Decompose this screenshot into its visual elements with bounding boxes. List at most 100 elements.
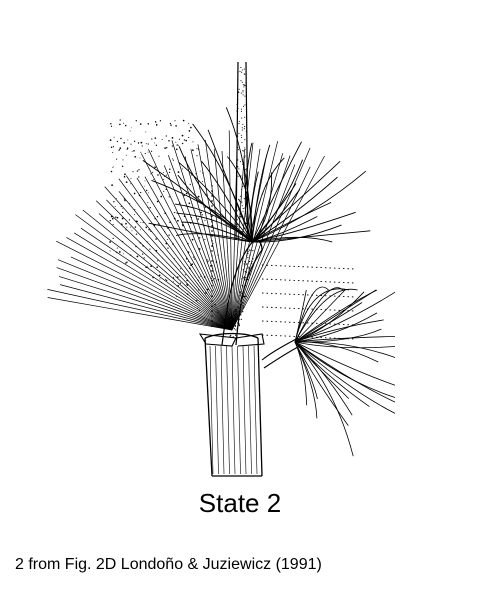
stipple-dot [176,144,178,146]
stipple-dot [173,281,174,283]
bristle-line [58,276,233,331]
stipple-dot [174,120,176,122]
branch-dot [233,328,235,330]
culm-dot [244,73,246,75]
stipple-dot [198,276,200,279]
branch-dot [242,305,244,307]
branch-dot [249,270,251,272]
striation-line [242,345,247,475]
stipple-dot [166,239,168,241]
stipple-dot [123,141,126,144]
stipple-dot [121,165,124,168]
branch-dot [248,249,251,251]
culm-dot [238,120,240,122]
stipple-dot [198,309,201,311]
stipple-dot [177,219,179,222]
stipple-dot [165,188,167,190]
culm-dot [242,123,244,125]
stipple-dot [130,177,132,179]
stipple-dot [154,218,156,220]
stipple-dot [126,148,128,150]
fimbria-curve [174,203,253,243]
branch-dot [252,258,254,260]
branch-dot [235,313,237,315]
stipple-dot [206,288,209,291]
branch-dot [249,273,251,275]
stipple-dot [159,271,161,273]
culm-dot [238,88,240,90]
lateral-fimbria-curve [294,341,353,416]
stipple-dot [137,142,140,144]
stipple-dot [148,167,150,169]
stipple-dot [139,242,142,244]
stipple-dot [156,266,158,268]
branch-dot [246,263,248,265]
stipple-dot [119,123,121,126]
stipple-dot [188,130,191,132]
stipple-dot [148,228,150,231]
culm-dot [242,84,244,86]
stipple-dot [134,214,136,216]
branch-dot [244,284,247,287]
culm-dot [240,111,243,113]
stipple-dot [150,230,152,232]
stipple-dot [111,184,113,186]
culm-dot [237,159,239,161]
stipple-dot [133,192,136,195]
branch-dot [246,255,248,257]
branch-dot [230,334,232,336]
stipple-dot [124,199,126,202]
stipple-dot [212,243,214,245]
culm-dot [241,71,243,73]
stipple-dot [165,135,167,137]
fimbria-curve [178,146,253,243]
stipple-dot [133,150,135,152]
stipple-dot [116,158,118,160]
culm-dot [239,201,242,203]
culm-dot [237,135,239,137]
stipple-dot [173,258,176,260]
lateral-fimbria-curve [294,289,377,343]
branch-dot [251,263,253,265]
dotted-line [261,320,356,326]
stipple-dot [134,155,137,158]
stipple-dot [125,181,128,183]
stipple-dot [131,230,133,232]
fimbriae-dotted-lines [261,264,356,340]
lateral-fimbria-curve [294,287,344,343]
branch-dot [237,323,240,325]
stipple-dot [196,299,198,302]
branch-dot [242,295,244,297]
branch-dot [243,307,245,309]
bristle-line [59,284,233,331]
bristle-line [57,259,233,331]
stipple-dot [179,282,182,284]
lateral-fimbria-curve [294,302,363,343]
stipple-dot [130,127,132,129]
branch-dot [236,314,238,316]
stipple-dot [119,147,122,149]
culm-dot [241,205,243,207]
stipple-dot [145,266,148,269]
stipple-dot [209,206,211,208]
stipple-dot [130,183,131,185]
branch-dot [232,319,235,321]
stipple-dot [192,141,194,143]
stipple-dot [135,120,137,122]
stipple-dot [183,139,186,141]
stipple-dot [207,260,209,262]
stipple-dot [198,289,200,291]
bristle-line [118,178,233,331]
branch-dot [239,291,241,293]
branch-dot [247,251,249,253]
culm-dot [243,86,245,88]
culm-dot [245,85,247,87]
stipple-dot [122,211,124,214]
stipple-dot [169,168,171,171]
branch-dot [238,319,240,321]
lateral-fimbria-curve [294,319,384,343]
culm-dot [239,215,241,217]
branch-dot [241,278,243,280]
branch-dot [234,324,236,326]
fimbria-curve [178,161,253,243]
